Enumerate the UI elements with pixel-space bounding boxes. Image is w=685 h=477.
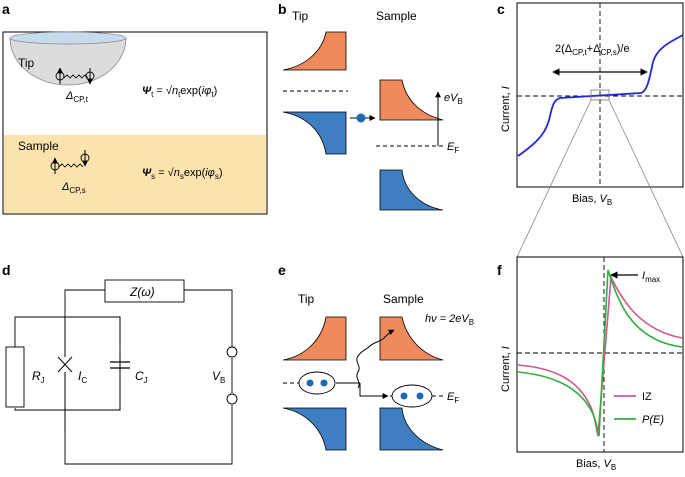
sample-title: Sample bbox=[376, 9, 417, 23]
sample-lower-dos bbox=[379, 169, 444, 211]
tip-title-e: Tip bbox=[298, 292, 315, 306]
iz-curve bbox=[517, 273, 683, 437]
panel-d-label: d bbox=[2, 262, 11, 278]
panel-b-label: b bbox=[278, 1, 287, 17]
plot-f-xlabel: Bias, VB bbox=[576, 458, 616, 472]
panel-b: b Tip Sample eVB EF bbox=[278, 1, 463, 211]
sample-lower-dos-e bbox=[379, 407, 444, 451]
sample-cooper-pair-e bbox=[391, 384, 433, 408]
tip-body bbox=[9, 37, 127, 86]
circuit-wires bbox=[14, 289, 233, 465]
gap-annotation: 2(ΔCP,t+ΔCP,s)/e bbox=[555, 43, 630, 57]
panel-c-label: c bbox=[497, 1, 505, 17]
rj-label: RJ bbox=[32, 369, 45, 385]
psi-s-equation: Ψs = √nsexp(iφs) bbox=[142, 167, 223, 181]
plot-f-ylabel: Current, I bbox=[500, 346, 512, 392]
terminal-bottom bbox=[226, 393, 238, 405]
legend-f: IZ P(E) bbox=[614, 391, 664, 426]
tip-top bbox=[9, 31, 127, 45]
legend-pe-label: P(E) bbox=[642, 414, 664, 426]
panel-a: a Tip ΔCP,t Ψt = √ntexp(iφt) Sample ΔCP,… bbox=[2, 1, 268, 215]
evb-label: eVB bbox=[444, 92, 463, 106]
ef-label: EF bbox=[447, 141, 459, 155]
impedance-box bbox=[104, 279, 185, 303]
tip-lower-dos bbox=[282, 111, 347, 155]
tip-upper-dos-e bbox=[282, 316, 347, 361]
capacitor-cj bbox=[110, 361, 130, 369]
sample-title-e: Sample bbox=[383, 292, 424, 306]
iv-curve bbox=[517, 34, 684, 157]
terminal-top bbox=[226, 346, 238, 358]
delta-sample: ΔCP,s bbox=[61, 181, 86, 195]
ic-label: IC bbox=[78, 369, 87, 385]
ef-label-e: EF bbox=[447, 391, 459, 405]
tip-title: Tip bbox=[292, 9, 309, 23]
panel-a-label: a bbox=[2, 1, 10, 17]
panel-f: f Imax IZ P(E) Current, I Bias, VB bbox=[497, 256, 684, 472]
pair-tunnel-arrow bbox=[359, 383, 389, 399]
sample-upper-dos bbox=[379, 79, 444, 121]
zoom-box bbox=[590, 89, 610, 101]
impedance-label: Z(ω) bbox=[129, 285, 155, 299]
pe-curve bbox=[517, 269, 683, 437]
panel-d: d Z(ω) RJ IC CJ VB bbox=[2, 262, 238, 465]
tip-upper-dos bbox=[282, 31, 347, 71]
panel-e-label: e bbox=[278, 262, 286, 278]
tip-cooper-pair bbox=[55, 67, 95, 85]
photon-label: hν = 2eVB bbox=[425, 313, 474, 327]
legend-iz-label: IZ bbox=[642, 391, 652, 403]
tip-text: Tip bbox=[18, 56, 35, 70]
resistor-rj bbox=[5, 346, 25, 408]
zoom-connector-right bbox=[608, 99, 684, 258]
panel-e: e Tip Sample hν = 2eVB EF bbox=[278, 262, 474, 451]
cj-label: CJ bbox=[135, 369, 148, 385]
plot-c-xlabel: Bias, VB bbox=[572, 193, 612, 207]
quasiparticle-dot bbox=[356, 113, 366, 123]
sample-band bbox=[4, 135, 266, 213]
josephson-junction bbox=[57, 317, 73, 432]
vb-label: VB bbox=[212, 369, 225, 385]
sample-text: Sample bbox=[18, 139, 59, 153]
psi-t-equation: Ψt = √ntexp(iφt) bbox=[142, 85, 217, 99]
imax-label: Imax bbox=[642, 270, 660, 284]
sample-upper-dos-e bbox=[379, 316, 444, 361]
plot-c-ylabel: Current, I bbox=[500, 86, 512, 132]
panel-f-label: f bbox=[497, 262, 502, 278]
photon-wiggle bbox=[356, 329, 395, 389]
tip-cooper-pair-e bbox=[298, 371, 336, 395]
panel-c: c 2(ΔCP,t+ΔCP,s)/e Current, I Bias, VB bbox=[497, 1, 684, 258]
zoom-connector-left bbox=[516, 99, 592, 258]
tip-lower-dos-e bbox=[282, 407, 347, 451]
delta-tip: ΔCP,t bbox=[65, 90, 89, 104]
sample-cooper-pair bbox=[50, 150, 90, 174]
